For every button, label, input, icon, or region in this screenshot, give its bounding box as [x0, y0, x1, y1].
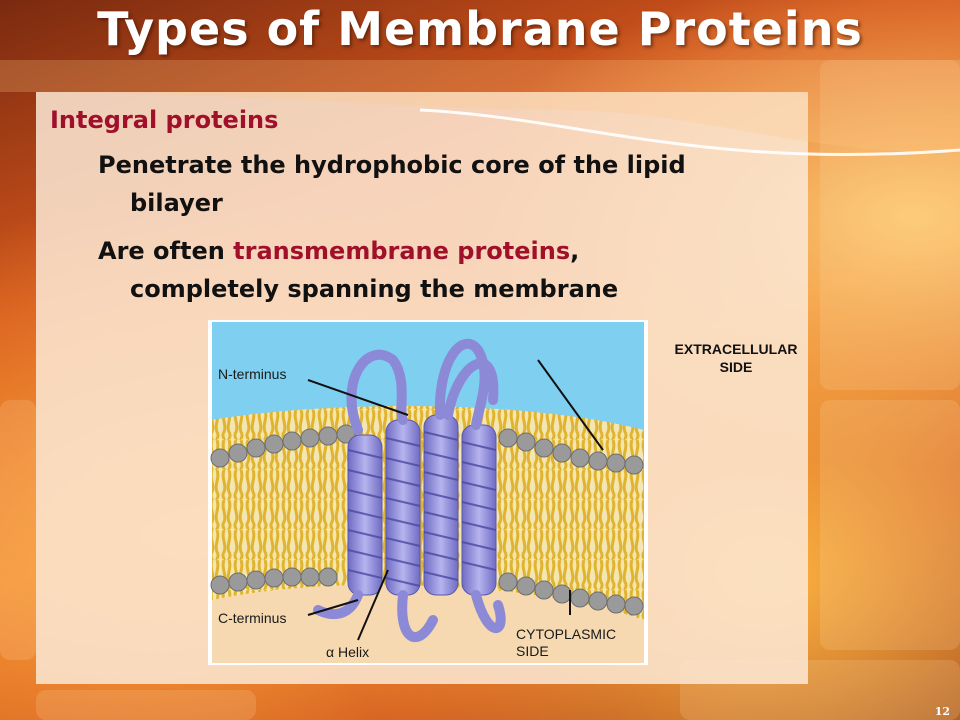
slide-title: Types of Membrane Proteins: [97, 2, 863, 56]
c-terminus-label: C-terminus: [218, 610, 287, 626]
n-terminus-label: N-terminus: [218, 366, 287, 382]
bullet-point-1: Penetrate the hydrophobic core of the li…: [98, 146, 788, 222]
membrane-illustration: [208, 320, 648, 665]
helix-label: α Helix: [326, 644, 370, 660]
cytoplasmic-label-line-1: CYTOPLASMIC: [516, 626, 617, 642]
cytoplasmic-label-line-2: SIDE: [516, 643, 549, 659]
section-heading: Integral proteins: [50, 106, 279, 134]
extracellular-label-line-2: SIDE: [719, 359, 753, 375]
bullet-2-line-2: completely spanning the membrane: [130, 275, 619, 303]
page-number: 12: [934, 705, 950, 718]
title-swoosh: [0, 60, 960, 157]
extracellular-label-line-1: EXTRACELLULAR: [674, 341, 798, 357]
bullet-2-highlight: transmembrane proteins: [233, 237, 571, 265]
cytoplasmic-side-label: CYTOPLASMIC SIDE: [516, 626, 616, 660]
bullet-1-line-1: Penetrate the hydrophobic core of the li…: [98, 151, 686, 179]
bullet-2-pre: Are often: [98, 237, 234, 265]
bullet-point-2: Are often transmembrane proteins, comple…: [98, 232, 788, 308]
bullet-1-line-2: bilayer: [130, 189, 223, 217]
bullet-2-post: ,: [570, 237, 580, 265]
membrane-protein-figure: N-terminus C-terminus α Helix CYTOPLASMI…: [208, 320, 648, 665]
extracellular-side-label: EXTRACELLULAR SIDE: [660, 340, 812, 376]
